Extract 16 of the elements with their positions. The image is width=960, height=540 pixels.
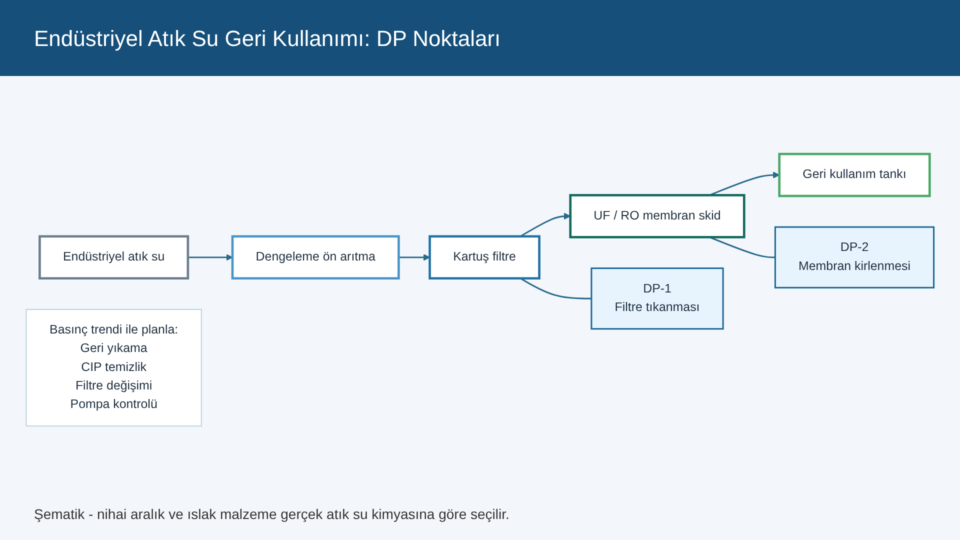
connector	[520, 278, 592, 300]
arrow	[398, 254, 430, 261]
node-box: Dengeleme ön arıtma	[231, 235, 400, 280]
node-box: DP-1 Filtre tıkanması	[590, 267, 724, 330]
node-box: DP-2 Membran kirlenmesi	[774, 226, 935, 288]
node-box: UF / RO membran skid	[569, 194, 746, 238]
title: Endüstriyel Atık Su Geri Kullanımı: DP Noktaları	[34, 26, 501, 52]
arrow	[188, 254, 233, 261]
node-box: Basınç trendi ile planla: Geri yıkama CIP temizlik Filtre değişimi Pompa kontrolü	[26, 308, 202, 427]
node-box: Kartuş filtre	[428, 235, 540, 280]
node-box: Geri kullanım tankı	[778, 152, 931, 198]
node-box: Endüstriyel atık su	[38, 235, 190, 280]
arrow	[709, 172, 780, 196]
arrow	[520, 212, 571, 238]
caption: Şematik - nihai aralık ve ıslak malzeme gerçek atık su kimyasına göre seçilir.	[34, 506, 510, 522]
connector	[709, 236, 776, 258]
